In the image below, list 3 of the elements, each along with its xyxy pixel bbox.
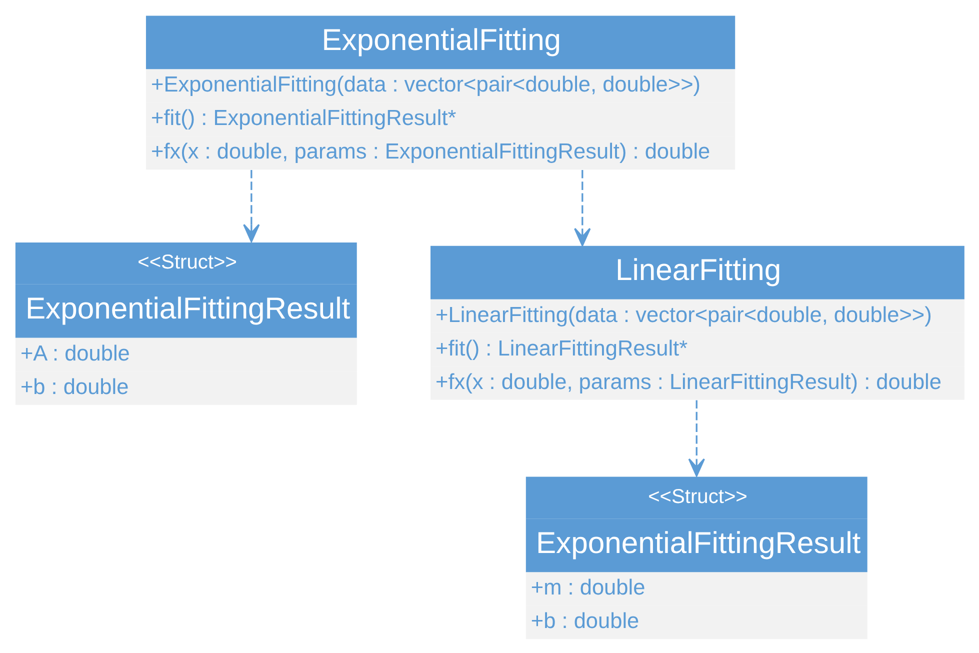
arrow [243, 169, 260, 242]
arrow [574, 169, 591, 246]
arrow [688, 400, 705, 476]
